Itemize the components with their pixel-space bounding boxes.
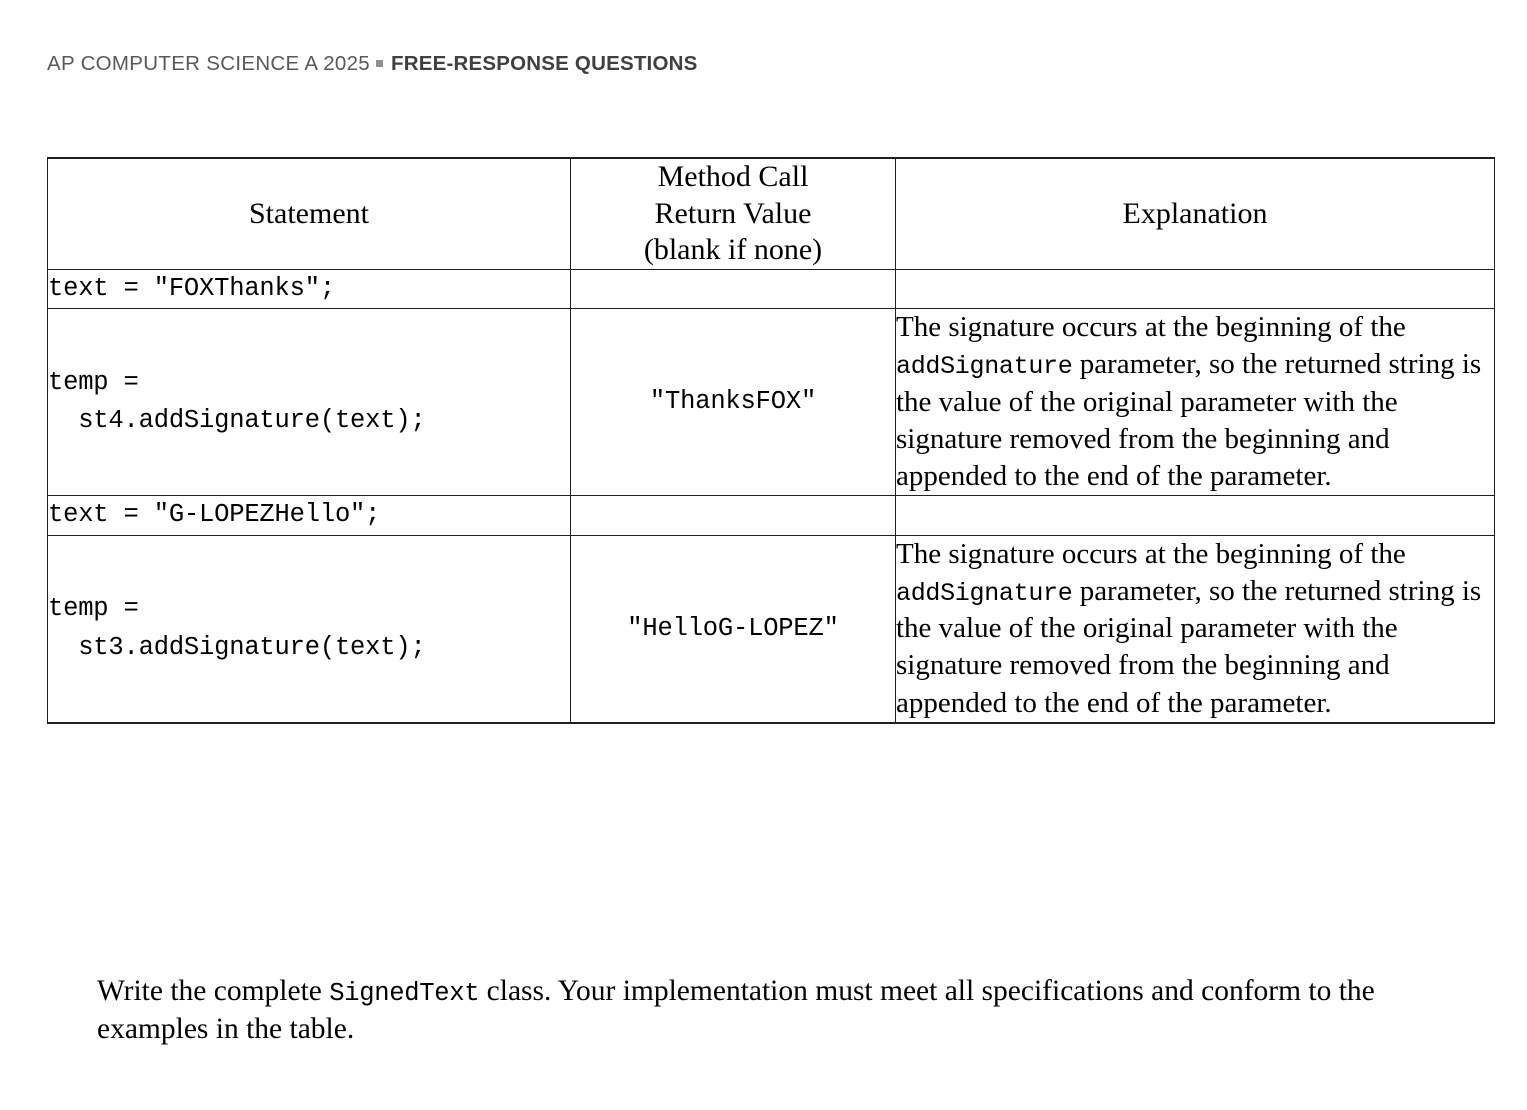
- cell-explanation: The signature occurs at the beginning of…: [895, 308, 1495, 497]
- running-head-separator-icon: [376, 60, 384, 67]
- cell-return-value: "HelloG-LOPEZ": [570, 534, 896, 724]
- cell-return-value: "ThanksFOX": [570, 308, 896, 497]
- cell-statement: text = "FOXThanks";: [47, 268, 571, 310]
- closing-class-name: SignedText: [329, 979, 480, 1008]
- table-row: text = "G-LOPEZHello";: [47, 495, 1495, 536]
- examples-table: Statement Method Call Return Value (blan…: [47, 156, 1495, 724]
- table-body: text = "FOXThanks"; temp = st4.addSignat…: [47, 268, 1495, 724]
- return-header-line-1: Method Call: [657, 160, 809, 193]
- cell-explanation: The signature occurs at the beginning of…: [895, 534, 1495, 724]
- return-header-line-2: Return Value: [654, 196, 812, 230]
- running-head-suffix: FREE-RESPONSE QUESTIONS: [391, 52, 698, 75]
- inline-code: addSignature: [896, 578, 1073, 608]
- running-head: AP COMPUTER SCIENCE A 2025 FREE-RESPONSE …: [47, 52, 697, 77]
- table-header: Statement Method Call Return Value (blan…: [47, 156, 1495, 270]
- cell-statement: text = "G-LOPEZHello";: [47, 495, 571, 536]
- inline-text: parameter, so the returned string is the…: [896, 574, 1482, 719]
- table-row: text = "FOXThanks";: [47, 268, 1495, 310]
- cell-statement: temp = st4.addSignature(text);: [47, 308, 571, 497]
- column-header-statement: Statement: [47, 156, 571, 270]
- closing-part-2: class. Your implementation must meet all…: [97, 975, 1375, 1046]
- inline-text: The signature occurs at the beginning of…: [896, 537, 1406, 570]
- inline-code: addSignature: [896, 352, 1073, 382]
- table-row: temp = st3.addSignature(text); "HelloG-L…: [47, 534, 1495, 724]
- inline-text: parameter, so the returned string is the…: [896, 348, 1482, 493]
- closing-instruction: Write the complete SignedText class. You…: [97, 972, 1487, 1049]
- column-header-return-value: Method Call Return Value (blank if none): [570, 156, 896, 270]
- cell-explanation: [895, 495, 1495, 536]
- running-head-prefix: AP COMPUTER SCIENCE A 2025: [47, 52, 371, 75]
- cell-return-value: [570, 268, 896, 310]
- cell-return-value: [570, 495, 896, 536]
- closing-part-1: Write the complete: [97, 975, 330, 1007]
- cell-statement: temp = st3.addSignature(text);: [47, 534, 571, 724]
- column-header-explanation: Explanation: [895, 156, 1495, 270]
- return-header-line-3: (blank if none): [643, 233, 823, 267]
- table-header-row: Statement Method Call Return Value (blan…: [47, 156, 1495, 270]
- inline-text: The signature occurs at the beginning of…: [896, 311, 1406, 344]
- cell-explanation: [895, 268, 1495, 310]
- table-row: temp = st4.addSignature(text); "ThanksFO…: [47, 308, 1495, 497]
